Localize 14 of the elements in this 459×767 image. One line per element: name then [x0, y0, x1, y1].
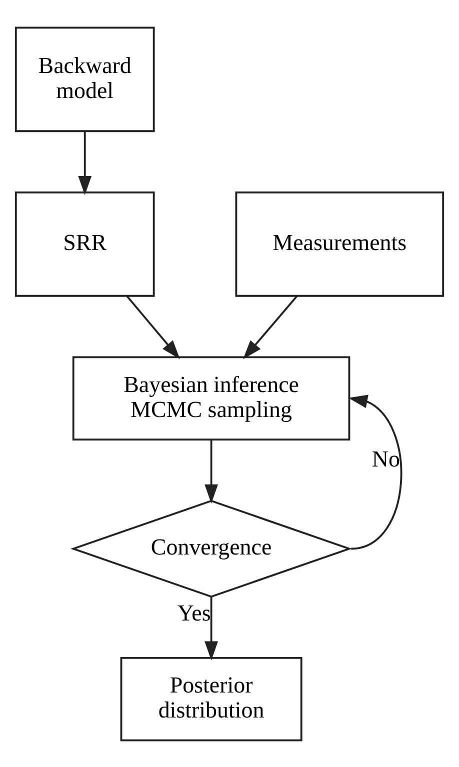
arrow	[126, 295, 180, 359]
node-box: Bayesian inference MCMC sampling	[72, 356, 350, 440]
edge-label: Yes	[177, 600, 211, 626]
arrow	[243, 295, 298, 359]
arrow	[204, 596, 218, 660]
arrow	[204, 439, 218, 504]
node-box: SRR	[14, 190, 155, 296]
node-box: Backward model	[14, 26, 155, 132]
node-diamond: Convergence	[70, 499, 352, 598]
arrow	[78, 130, 92, 195]
node-box: Measurements	[235, 190, 444, 296]
edge-label: No	[372, 446, 400, 472]
arrow	[348, 394, 402, 550]
node-box: Posterior distribution	[120, 656, 302, 741]
